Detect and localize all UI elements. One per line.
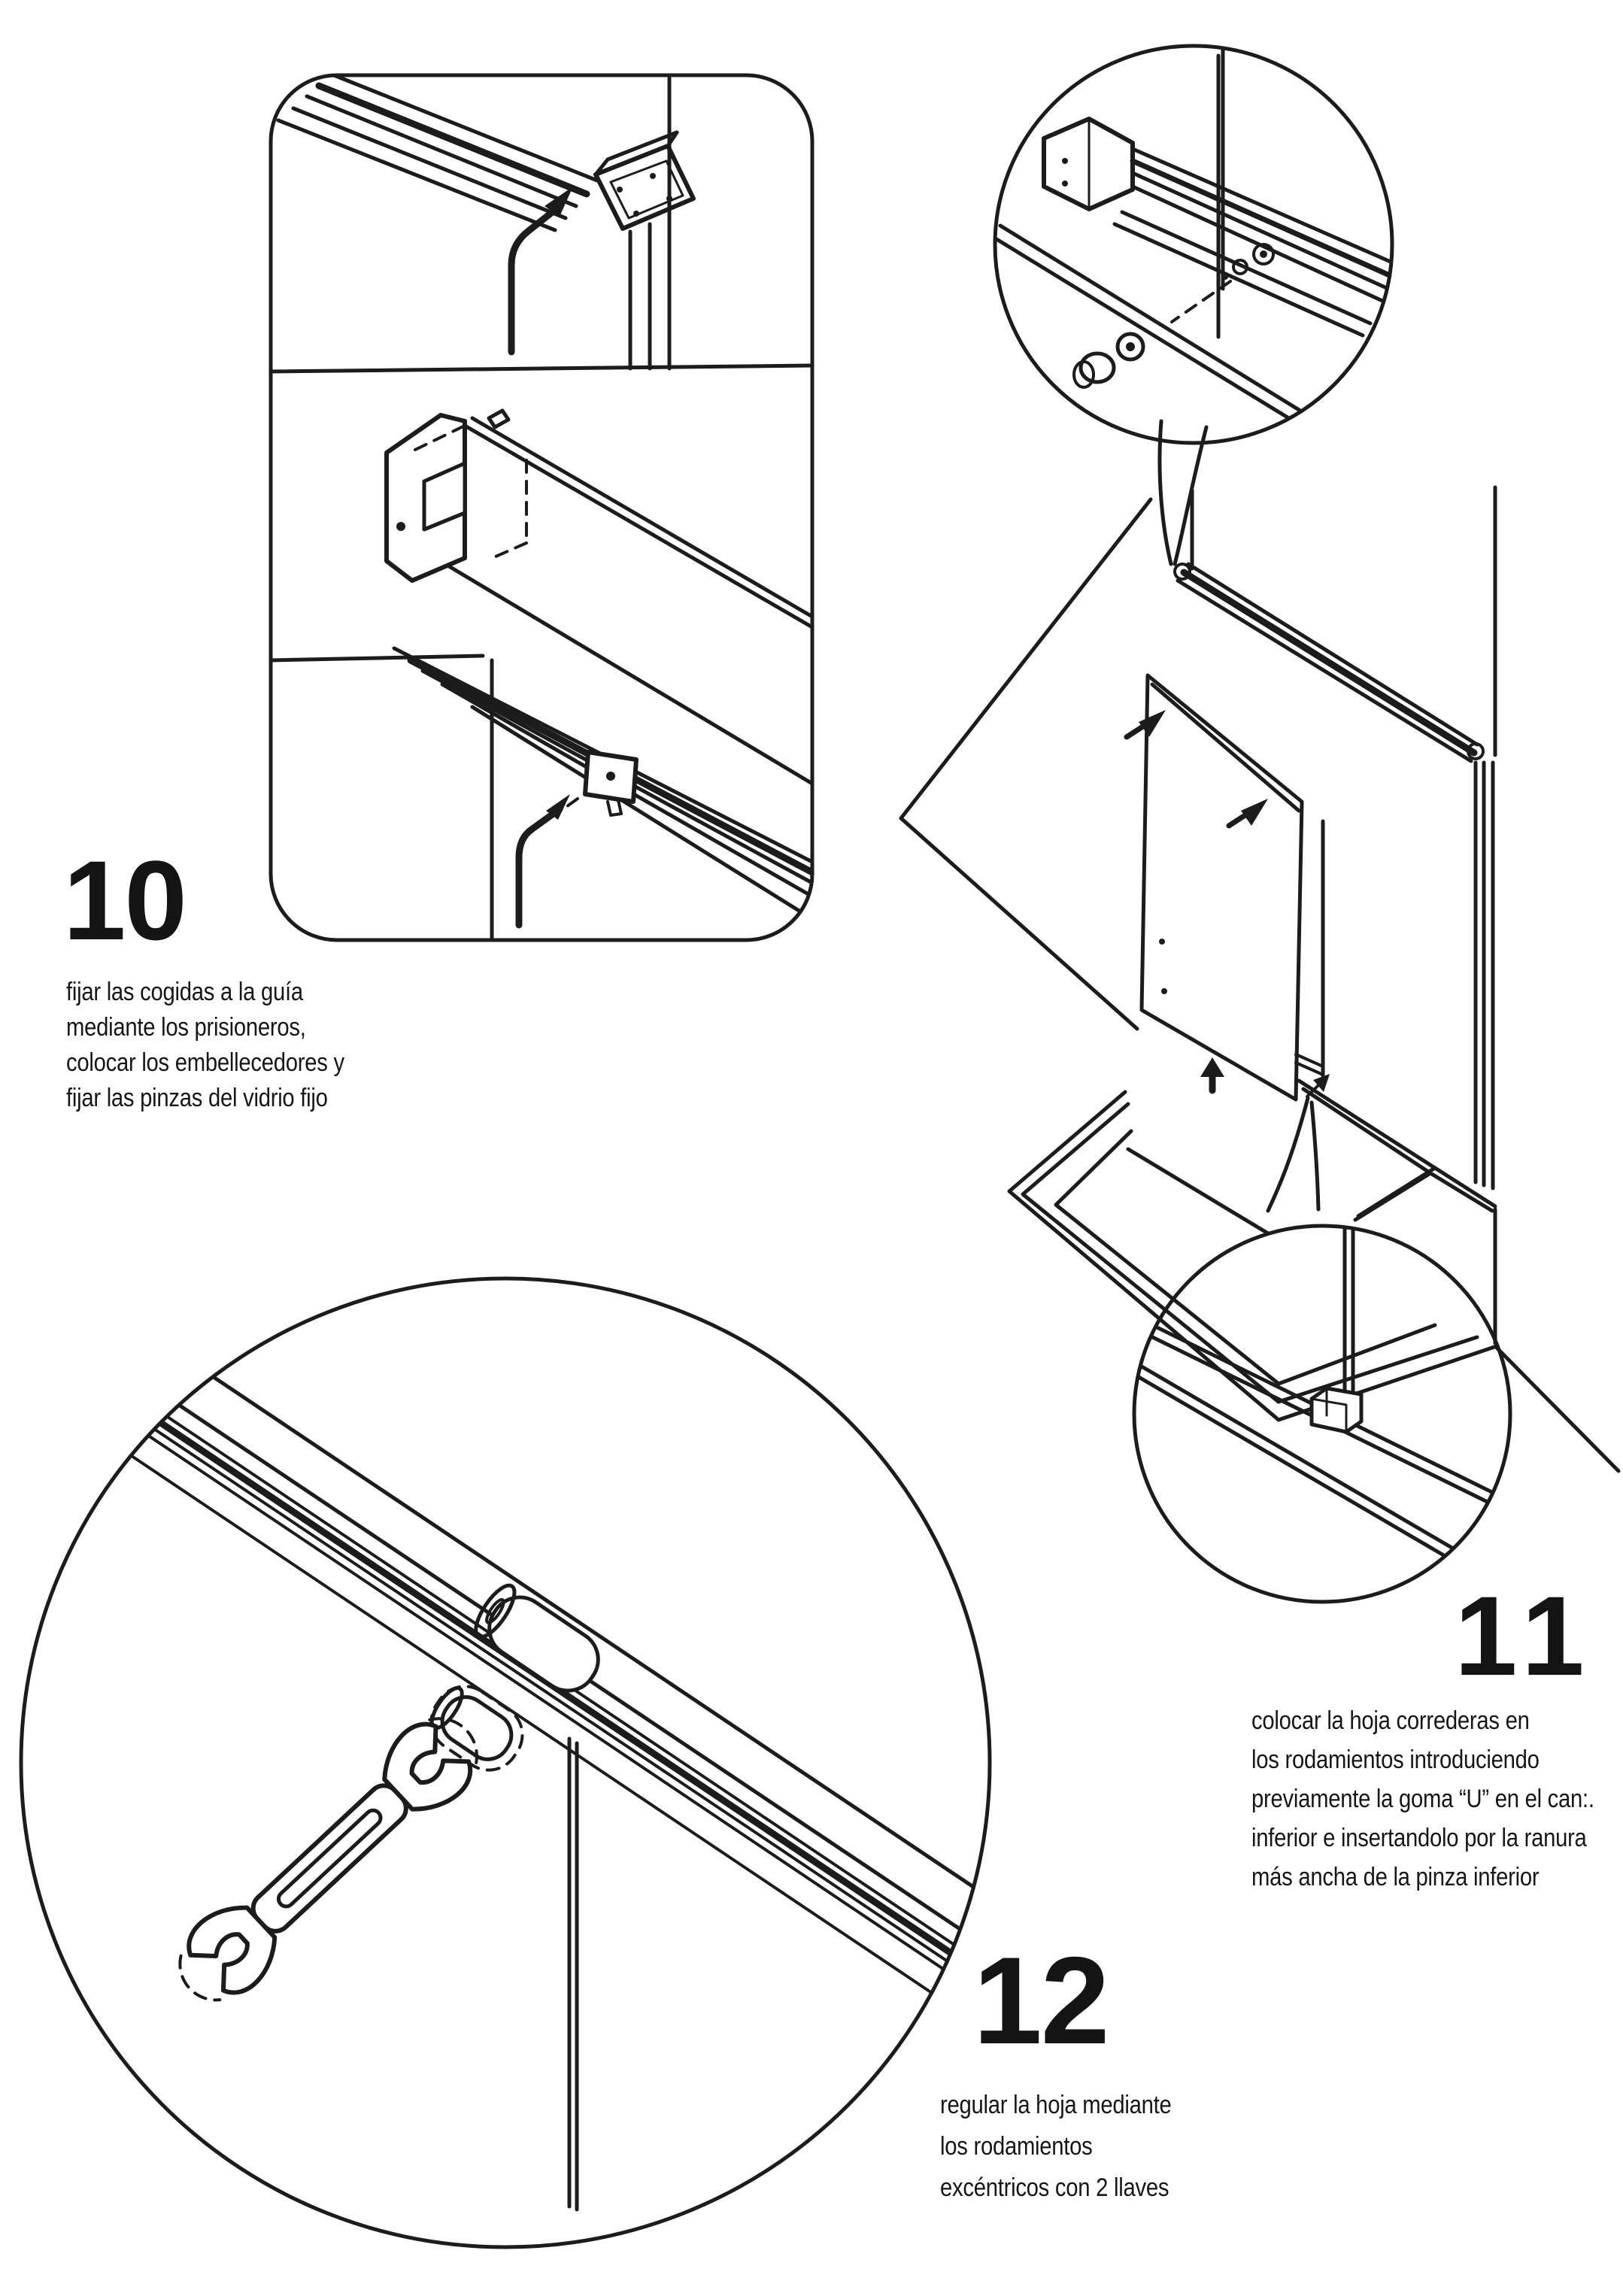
caption-line: fijar las cogidas a la guía bbox=[66, 978, 303, 1006]
step-caption-12: regular la hoja mediante los rodamientos… bbox=[940, 2085, 1172, 2209]
floor-edge-right bbox=[1494, 1345, 1621, 1473]
caption-line: los rodamientos bbox=[940, 2132, 1093, 2161]
up-arrow-icon bbox=[1200, 1057, 1224, 1094]
hang-arrow-icon bbox=[1226, 799, 1268, 829]
hang-arrow-icon bbox=[1124, 710, 1166, 740]
step-caption-11: colocar la hoja correderas en los rodami… bbox=[1251, 1701, 1594, 1897]
set-screw-icon bbox=[1222, 243, 1275, 280]
callout-tail bbox=[1266, 1096, 1310, 1213]
step10-panel-illustration bbox=[268, 73, 815, 942]
magnifier-circle bbox=[993, 44, 1394, 445]
step-number-12: 12 bbox=[973, 1931, 1110, 2070]
floor-edge-left bbox=[899, 816, 1139, 1031]
bottom-clamp-icon bbox=[1309, 1386, 1364, 1434]
guide-tube bbox=[463, 423, 812, 629]
detail-circle-top bbox=[993, 44, 1394, 566]
step-number-10: 10 bbox=[63, 837, 187, 963]
panel-frame bbox=[268, 73, 815, 942]
panel-divider-1 bbox=[268, 363, 815, 374]
caption-line: mediante los prisioneros, bbox=[66, 1013, 306, 1042]
allen-key-icon bbox=[508, 187, 573, 356]
allen-key-icon bbox=[515, 794, 570, 929]
gap-arrow-icon bbox=[1306, 1074, 1330, 1098]
isometric-view bbox=[899, 53, 1621, 1473]
detail-circle-bottom bbox=[1132, 1224, 1512, 1604]
panel-divider-2 bbox=[268, 654, 485, 663]
caption-line: más ancha de la pinza inferior bbox=[1251, 1863, 1540, 1891]
caption-line: fijar las pinzas del vidrio fijo bbox=[66, 1084, 328, 1112]
caption-line: inferior e insertandolo por la ranura bbox=[1251, 1824, 1587, 1852]
rail-clamp-detail bbox=[392, 646, 812, 940]
trim-cap-icon bbox=[1072, 351, 1116, 389]
magnifier-circle bbox=[19, 1276, 992, 2249]
caption-line: colocar la hoja correderas en bbox=[1251, 1706, 1530, 1735]
sliding-glass-panel bbox=[1139, 673, 1304, 1102]
tray-rim bbox=[1007, 1078, 1621, 1473]
eccentric-nut-icon bbox=[429, 1685, 524, 1772]
caption-line: excéntricos con 2 llaves bbox=[940, 2173, 1169, 2202]
left-wall-edge bbox=[899, 497, 1153, 820]
detail-circle-wrench bbox=[19, 1276, 992, 2249]
guide-rail bbox=[1173, 562, 1485, 763]
caption-line: colocar los embellecedores y bbox=[66, 1048, 344, 1077]
step-number-11: 11 bbox=[1455, 1573, 1595, 1699]
wrench-icon bbox=[178, 1717, 478, 2002]
caption-line: regular la hoja mediante bbox=[940, 2091, 1172, 2119]
caption-line: previamente la goma “U” en el can:. bbox=[1251, 1785, 1594, 1813]
magnifier-circle bbox=[1132, 1224, 1512, 1604]
rail-end-detail bbox=[276, 75, 696, 371]
caption-line: los rodamientos introduciendo bbox=[1251, 1746, 1540, 1774]
fixed-glass-edge bbox=[998, 223, 1356, 443]
callout-tail bbox=[1157, 419, 1173, 566]
bracket-and-guide-detail bbox=[384, 408, 812, 786]
step-caption-10: fijar las cogidas a la guía mediante los… bbox=[66, 975, 344, 1116]
washer-icon bbox=[1115, 332, 1145, 362]
guide-rail bbox=[1112, 147, 1392, 338]
roller-icon bbox=[474, 1583, 600, 1693]
